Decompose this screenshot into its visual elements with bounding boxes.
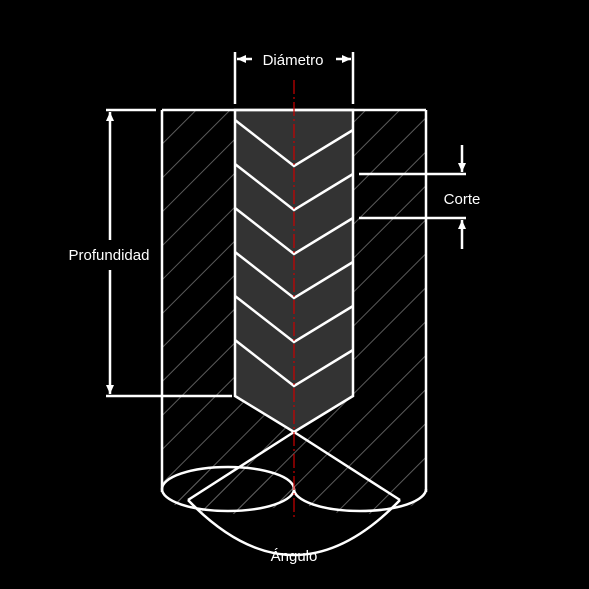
diameter-arrow-left — [237, 55, 246, 63]
point-angle-lines — [187, 430, 401, 502]
cut-arrow-top — [458, 163, 466, 172]
base-ellipse-right — [292, 488, 428, 513]
angle-label: Ángulo — [271, 548, 318, 565]
depth-dimension — [106, 108, 232, 398]
depth-label: Profundidad — [69, 247, 150, 264]
cut-label: Corte — [444, 191, 481, 208]
diameter-arrow-right — [342, 55, 351, 63]
depth-arrow-bottom — [106, 385, 114, 394]
cut-arrow-bottom — [458, 220, 466, 229]
depth-arrow-top — [106, 112, 114, 121]
angle-arc — [187, 499, 401, 557]
diameter-label: Diámetro — [263, 52, 324, 69]
drill-flutes — [234, 119, 354, 388]
